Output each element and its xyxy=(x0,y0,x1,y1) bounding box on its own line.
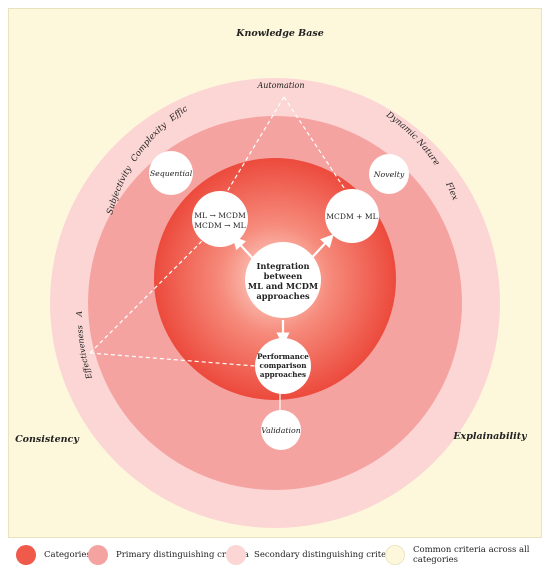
criteria-diagram: Knowledge Base Consistency Explainabilit… xyxy=(0,0,528,528)
legend-label-common: Common criteria across all categories xyxy=(413,545,530,565)
legend-swatch-common xyxy=(385,545,405,565)
novelty-node xyxy=(369,154,409,194)
center-node xyxy=(245,242,321,318)
bottom-node-line-2: comparison xyxy=(259,361,307,370)
label-knowledge-base: Knowledge Base xyxy=(235,28,324,39)
label-automation: Automation xyxy=(256,81,304,90)
svg-text:Effectiveness Applicabil: Effectiveness Applicability xyxy=(0,0,94,381)
center-node-line-1: Integration xyxy=(256,261,309,271)
legend-swatch-categories xyxy=(16,545,36,565)
center-node-line-3: ML and MCDM xyxy=(248,281,318,291)
legend-swatch-secondary xyxy=(226,545,246,565)
legend-item-primary: Primary distinguishing criteria xyxy=(88,545,249,565)
center-node-line-2: between xyxy=(264,271,303,281)
legend-item-common: Common criteria across all categories xyxy=(385,545,542,565)
bottom-node xyxy=(255,338,311,394)
legend-label-primary: Primary distinguishing criteria xyxy=(116,550,249,560)
label-sequential: Sequential xyxy=(150,169,193,178)
sequential-node xyxy=(149,151,193,195)
right-node xyxy=(325,189,379,243)
legend-item-categories: Categories xyxy=(16,545,91,565)
legend-item-secondary: Secondary distinguishing criteria xyxy=(226,545,398,565)
left-node-line-1: ML → MCDM xyxy=(194,211,246,220)
right-node-line-1: MCDM + ML xyxy=(326,212,377,221)
label-validation: Validation xyxy=(261,426,301,435)
label-novelty: Novelty xyxy=(373,170,405,179)
validation-node xyxy=(261,410,301,450)
bottom-node-line-1: Performance xyxy=(257,352,309,361)
left-node-line-2: MCDM → ML xyxy=(194,221,245,230)
label-explainability: Explainability xyxy=(452,431,528,442)
bottom-node-line-3: approaches xyxy=(260,370,306,379)
legend-label-secondary: Secondary distinguishing criteria xyxy=(254,550,399,560)
legend-label-categories: Categories xyxy=(44,550,91,560)
center-node-line-4: approaches xyxy=(256,291,310,301)
legend-swatch-primary xyxy=(88,545,108,565)
label-consistency: Consistency xyxy=(15,434,80,445)
dashed-connectors xyxy=(89,96,353,367)
left-node xyxy=(192,191,248,247)
legend: Categories Primary distinguishing criter… xyxy=(8,545,542,565)
label-efficiency: Efficiency xyxy=(0,0,190,124)
